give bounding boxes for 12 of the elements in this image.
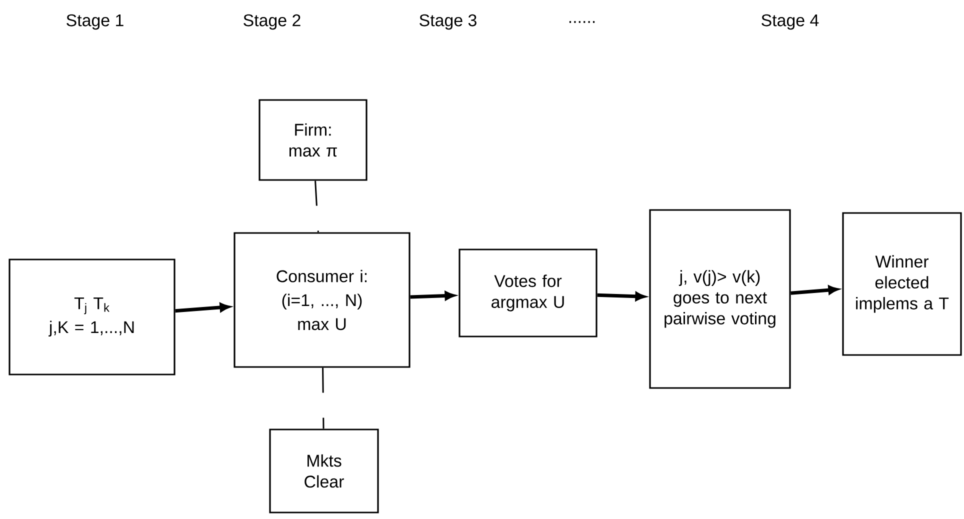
process-box: T$_{j}$ T$_{k}$ j,K = 1,...,N (8, 258, 176, 376)
process-box: Winner elected implems a T (842, 212, 962, 356)
stage-label: Stage 1 (66, 14, 124, 30)
stage-label: Stage 4 (762, 14, 819, 30)
process-box: Firm: max π (258, 99, 368, 181)
process-box: Mkts Clear (269, 428, 379, 514)
process-box: j, v(j)> v(k) goes to next pairwise voting (649, 209, 791, 389)
stage-label: Stage 3 (420, 14, 476, 30)
process-box: Votes for argmax U (458, 248, 598, 338)
stage-label: Stage 2 (244, 14, 300, 30)
stage-label: ...... (569, 21, 595, 23)
process-box: Consumer i: (i=1, ..., N) max U (234, 232, 410, 368)
